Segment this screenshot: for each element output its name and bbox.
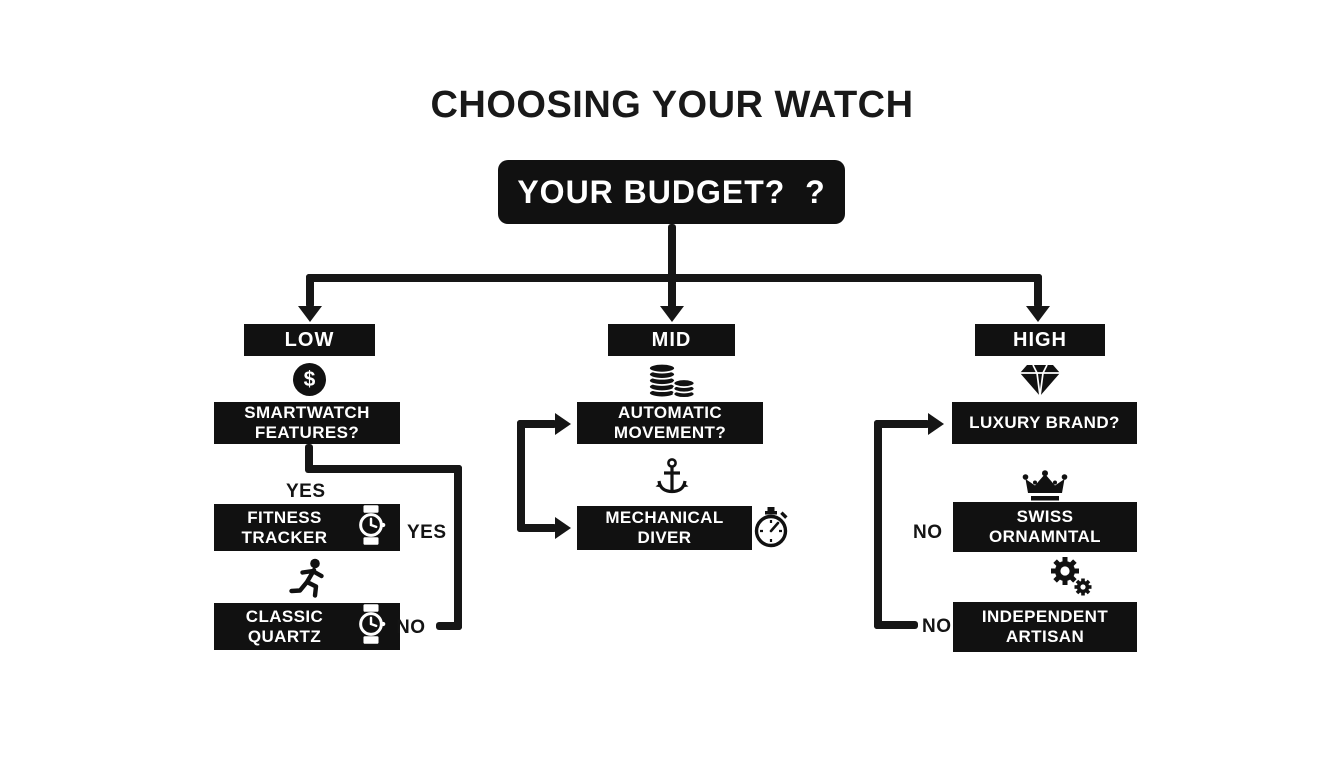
option-line: CLASSIC	[245, 606, 324, 626]
arrow-right-diver-icon	[555, 517, 571, 539]
node-fitness-tracker: FITNESS TRACKER	[214, 504, 400, 551]
dollar-coin-icon: $	[293, 363, 326, 396]
stopwatch-icon	[752, 507, 790, 549]
option-line: QUARTZ	[247, 626, 322, 646]
watch-icon	[355, 504, 387, 551]
connector-root-drop	[668, 224, 676, 312]
dollar-symbol: $	[303, 367, 316, 391]
crown-icon	[1021, 470, 1069, 504]
node-swiss-ornamntal: SWISS ORNAMNTAL	[953, 502, 1137, 552]
label-no-swiss: NO	[913, 522, 943, 543]
node-budget: YOUR BUDGET? ?	[498, 160, 845, 224]
option-line: ORNAMNTAL	[989, 527, 1101, 546]
connector-root-spread	[306, 274, 1042, 282]
page-title: CHOOSING YOUR WATCH	[430, 84, 914, 126]
node-high-label: HIGH	[1013, 328, 1067, 351]
node-budget-label: YOUR BUDGET? ?	[517, 173, 826, 210]
label-yes-top: YES	[286, 481, 326, 502]
connector-low-seg3	[454, 465, 462, 630]
connector-high-bracket	[874, 420, 882, 629]
node-automatic-movement: AUTOMATIC MOVEMENT?	[577, 402, 763, 444]
question-line: SMARTWATCH	[244, 403, 370, 423]
arrow-down-mid-icon	[660, 306, 684, 322]
watch-icon	[355, 603, 387, 650]
node-independent-artisan: INDEPENDENT ARTISAN	[953, 602, 1137, 652]
connector-high-top	[874, 420, 930, 428]
coins-stack-icon	[646, 362, 696, 400]
question-line: FEATURES?	[254, 423, 360, 442]
node-low: LOW	[244, 324, 375, 356]
node-low-label: LOW	[284, 328, 335, 351]
connector-mid-top	[517, 420, 557, 428]
option-line: ARTISAN	[1005, 627, 1085, 646]
question-line: LUXURY BRAND?	[969, 413, 1120, 433]
arrow-right-luxury-icon	[928, 413, 944, 435]
node-high: HIGH	[975, 324, 1105, 356]
option-line: FITNESS	[247, 507, 322, 527]
arrow-down-high-icon	[1026, 306, 1050, 322]
label-yes-fitness: YES	[407, 522, 447, 543]
connector-mid-bottom	[517, 524, 557, 532]
option-line: INDEPENDENT	[981, 607, 1109, 627]
question-line: AUTOMATIC MOVEMENT?	[613, 403, 727, 442]
arrow-right-automatic-icon	[555, 413, 571, 435]
node-luxury-brand: LUXURY BRAND?	[952, 402, 1137, 444]
node-classic-quartz: CLASSIC QUARTZ	[214, 603, 400, 650]
connector-low-drop	[306, 274, 314, 308]
arrow-down-low-icon	[298, 306, 322, 322]
node-mid-label: MID	[651, 328, 692, 351]
node-smartwatch-features: SMARTWATCH FEATURES?	[214, 402, 400, 444]
connector-mid-bracket	[517, 420, 525, 532]
runner-icon	[288, 557, 328, 601]
gears-icon	[1048, 555, 1094, 599]
connector-high-bottom	[874, 621, 918, 629]
connector-low-seg2	[305, 465, 462, 473]
option-line: TRACKER	[241, 527, 328, 547]
anchor-icon	[654, 457, 690, 497]
label-no-quartz: NO	[396, 617, 426, 638]
node-mid: MID	[608, 324, 735, 356]
option-line: SWISS	[1016, 507, 1074, 527]
node-mechanical-diver: MECHANICAL DIVER	[577, 506, 752, 550]
connector-high-drop	[1034, 274, 1042, 308]
diamond-icon	[1018, 363, 1062, 398]
connector-low-seg1	[305, 444, 313, 472]
label-no-artisan: NO	[922, 616, 952, 637]
option-line: MECHANICAL DIVER	[605, 508, 724, 547]
connector-low-seg4	[436, 622, 462, 630]
